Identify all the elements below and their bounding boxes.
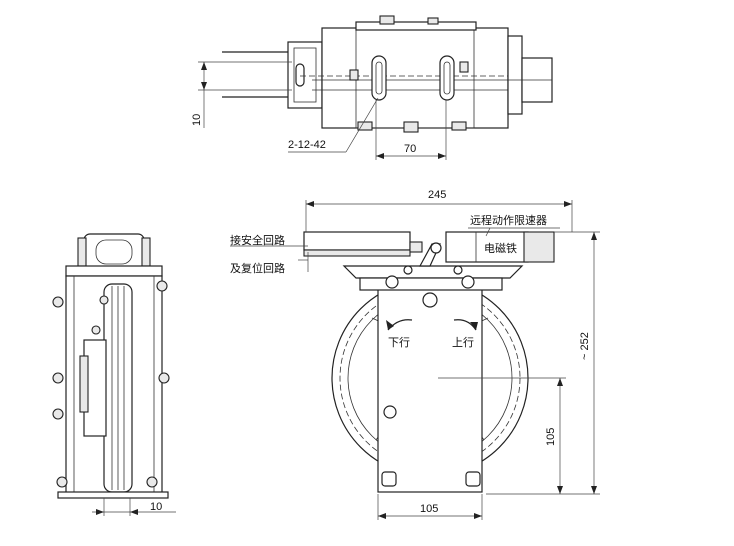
label-safety-circuit: 接安全回路 — [230, 233, 285, 247]
top-dim-10: 10 — [191, 114, 203, 126]
front-view: 245 ~ 252 105 105 远程动作限速器 电磁铁 接安全回路 及复位回… — [230, 189, 600, 520]
top-dim-70: 70 — [404, 143, 416, 155]
front-dim-252: ~ 252 — [579, 332, 591, 360]
side-dim-10: 10 — [150, 501, 162, 513]
front-dim-245: 245 — [428, 189, 446, 201]
label-electromagnet: 电磁铁 — [484, 242, 517, 255]
label-reset-circuit: 及复位回路 — [230, 261, 285, 275]
front-dim-105-vertical: 105 — [545, 428, 557, 446]
front-dim-105-horizontal: 105 — [420, 503, 438, 515]
label-up: 上行 — [452, 336, 474, 349]
side-view: 10 — [52, 233, 176, 516]
top-view: 10 2-12-42 70 — [191, 15, 553, 160]
label-down: 下行 — [388, 336, 410, 349]
label-remote-governor: 远程动作限速器 — [470, 214, 547, 227]
top-dim-hole: 2-12-42 — [288, 139, 326, 151]
